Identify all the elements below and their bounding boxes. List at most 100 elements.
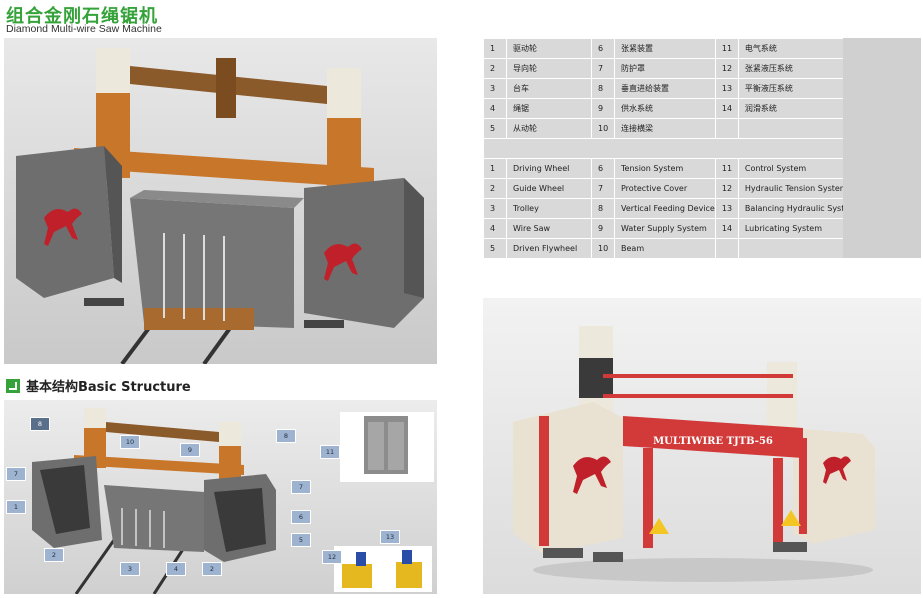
part-number-cell: 3 [483, 78, 507, 99]
part-name-cell: 导向轮 [506, 58, 592, 79]
part-name-cell: 平衡液压系统 [737, 78, 859, 99]
part-name-cell: Beam [614, 238, 716, 259]
part-name-cell: Guide Wheel [506, 178, 592, 199]
part-name-cell: 供水系统 [614, 98, 716, 119]
part-number-cell: 1 [483, 158, 507, 179]
section-header: 基本结构Basic Structure [6, 376, 191, 395]
part-name-cell: Protective Cover [614, 178, 716, 199]
section-arrow-icon [6, 378, 20, 393]
part-number-cell: 11 [714, 38, 739, 59]
part-name-cell: Water Supply System [614, 218, 716, 239]
part-name-cell: 张紧装置 [614, 38, 716, 59]
part-name-cell: 台车 [506, 78, 592, 99]
part-name-cell [737, 238, 859, 259]
structure-illustration [32, 408, 434, 595]
part-number-cell [714, 238, 739, 259]
part-number-cell: 7 [591, 58, 615, 79]
part-name-cell: Vertical Feeding Device [614, 198, 716, 219]
part-number-cell: 8 [591, 198, 615, 219]
part-name-cell: 连接横梁 [614, 118, 716, 139]
callout-label: 8 [30, 417, 50, 431]
part-name-cell: 防护罩 [614, 58, 716, 79]
machine-render-front: MULTIWIRE TJTB-56 [483, 298, 921, 594]
part-number-cell: 12 [714, 178, 739, 199]
part-number-cell: 1 [483, 38, 507, 59]
part-number-cell: 12 [714, 58, 739, 79]
part-number-cell: 2 [483, 178, 507, 199]
part-number-cell [714, 118, 739, 139]
part-name-cell: 从动轮 [506, 118, 592, 139]
part-number-cell: 4 [483, 98, 507, 119]
part-name-cell: Control System [737, 158, 859, 179]
part-name-cell: 电气系统 [737, 38, 859, 59]
part-name-cell: 驱动轮 [506, 38, 592, 59]
part-name-cell: 张紧液压系统 [737, 58, 859, 79]
part-number-cell: 9 [591, 98, 615, 119]
callout-label: 2 [202, 562, 222, 576]
part-name-cell: Driven Flywheel [506, 238, 592, 259]
part-number-cell: 8 [591, 78, 615, 99]
part-name-cell: Lubricating System [737, 218, 859, 239]
callout-label: 1 [6, 500, 26, 514]
part-number-cell: 6 [591, 158, 615, 179]
part-number-cell: 6 [591, 38, 615, 59]
part-number-cell: 10 [591, 118, 615, 139]
part-name-cell: Balancing Hydraulic System [737, 198, 859, 219]
callout-label: 11 [320, 445, 340, 459]
callout-label: 7 [6, 467, 26, 481]
callout-label: 10 [120, 435, 140, 449]
part-number-cell: 7 [591, 178, 615, 199]
decorative-block [843, 38, 921, 258]
callout-label: 4 [166, 562, 186, 576]
part-number-cell: 13 [714, 78, 739, 99]
callout-label: 6 [291, 510, 311, 524]
part-name-cell: 绳锯 [506, 98, 592, 119]
part-number-cell: 4 [483, 218, 507, 239]
part-name-cell: 润滑系统 [737, 98, 859, 119]
part-number-cell: 10 [591, 238, 615, 259]
callout-label: 2 [44, 548, 64, 562]
part-name-cell: Wire Saw [506, 218, 592, 239]
section-title: 基本结构Basic Structure [26, 380, 191, 395]
callout-label: 13 [380, 530, 400, 544]
part-number-cell: 14 [714, 98, 739, 119]
machine-front-illustration: MULTIWIRE TJTB-56 [513, 326, 875, 582]
part-number-cell: 2 [483, 58, 507, 79]
part-name-cell: Hydraulic Tension System [737, 178, 859, 199]
part-number-cell: 14 [714, 218, 739, 239]
page-title-en: Diamond Multi-wire Saw Machine [6, 23, 162, 35]
machine-sign: MULTIWIRE TJTB-56 [653, 436, 773, 447]
callout-label: 12 [322, 550, 342, 564]
part-number-cell: 5 [483, 118, 507, 139]
machine-render-main [4, 38, 437, 366]
callout-label: 9 [180, 443, 200, 457]
part-number-cell: 13 [714, 198, 739, 219]
callout-label: 7 [291, 480, 311, 494]
page-title-cn: 组合金刚石绳锯机 [6, 6, 158, 27]
part-number-cell: 3 [483, 198, 507, 219]
part-number-cell: 5 [483, 238, 507, 259]
part-name-cell [737, 118, 859, 139]
machine-illustration [16, 48, 424, 366]
callout-label: 3 [120, 562, 140, 576]
part-number-cell: 9 [591, 218, 615, 239]
callout-label: 5 [291, 533, 311, 547]
structure-diagram: 8 10 9 8 7 1 7 6 11 2 3 4 2 5 12 13 [4, 400, 437, 595]
part-name-cell: Driving Wheel [506, 158, 592, 179]
part-name-cell: Tension System [614, 158, 716, 179]
part-name-cell: 垂直进给装置 [614, 78, 716, 99]
part-number-cell: 11 [714, 158, 739, 179]
part-name-cell: Trolley [506, 198, 592, 219]
callout-label: 8 [276, 429, 296, 443]
